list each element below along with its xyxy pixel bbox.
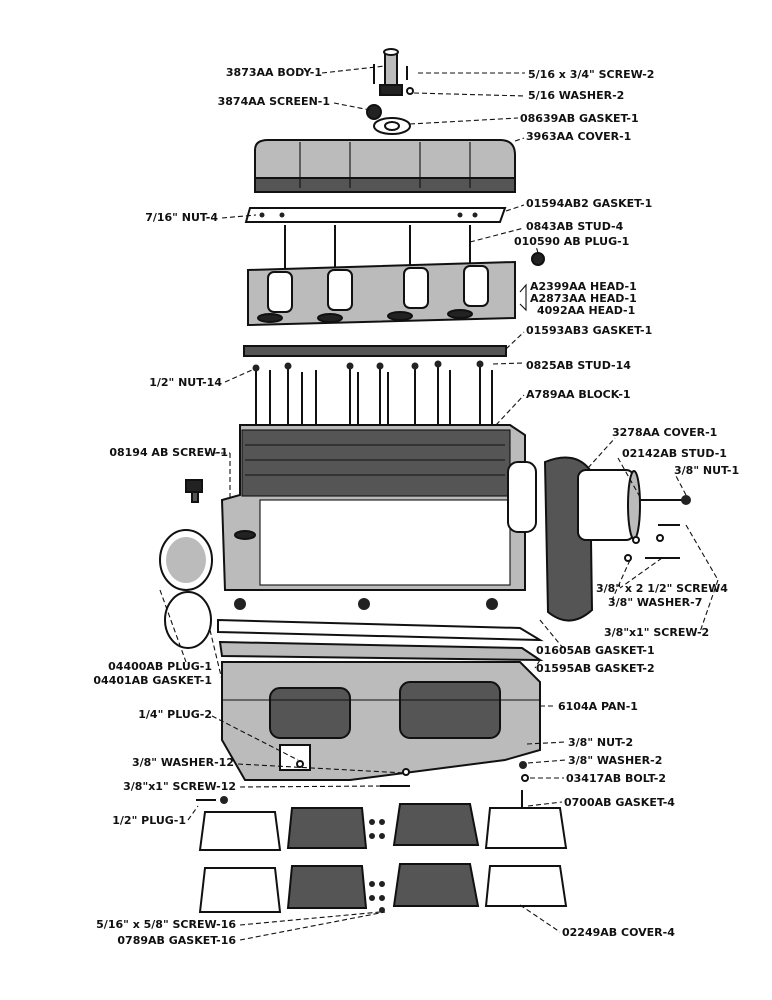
cylinder-head [247, 260, 516, 327]
label-nut1: 3/8" NUT-1 [674, 464, 739, 477]
label-plug010590: 010590 AB PLUG-1 [514, 235, 629, 248]
label-screw08194: 08194 AB SCREW-1 [109, 446, 228, 459]
label-nut2: 3/8" NUT-2 [568, 736, 633, 749]
head-gasket [243, 345, 507, 357]
breather-gasket [373, 117, 411, 135]
label-washer7: 3/8" WASHER-7 [608, 596, 702, 609]
inspection-gaskets-bottom [198, 863, 568, 913]
label-screw4: 3/8" x 2 1/2" SCREW4 [596, 582, 728, 595]
label-washer2top: 5/16 WASHER-2 [528, 89, 624, 102]
label-stud4: 0843AB STUD-4 [526, 220, 624, 233]
label-gasket01595: 01595AB GASKET-2 [536, 662, 655, 675]
block-side-screw [185, 479, 203, 503]
oil-pan [221, 661, 541, 781]
label-washer12: 3/8" WASHER-12 [132, 756, 234, 769]
head-plug [531, 252, 545, 266]
label-body: 3873AA BODY-1 [226, 66, 322, 79]
label-head1: A2399AA HEAD-1 [530, 280, 637, 293]
label-pan: 6104A PAN-1 [558, 700, 638, 713]
label-stud02142: 02142AB STUD-1 [622, 447, 727, 460]
label-head3: 4092AA HEAD-1 [537, 304, 635, 317]
timing-cover-stud [640, 495, 691, 505]
pan-hardware-right [519, 761, 529, 808]
pan-gasket-side [218, 640, 544, 662]
cover-screws [369, 819, 385, 913]
label-screw2mid: 3/8"x1" SCREW-2 [604, 626, 709, 639]
label-screw2top: 5/16 x 3/4" SCREW-2 [528, 68, 654, 81]
block-studs [252, 360, 493, 430]
breather-screws [373, 64, 414, 95]
label-screen: 3874AA SCREEN-1 [218, 95, 330, 108]
label-nut14: 1/2" NUT-14 [149, 376, 222, 389]
label-cover3278: 3278AA COVER-1 [612, 426, 717, 439]
label-gasket0789: 0789AB GASKET-16 [117, 934, 236, 947]
label-gasket01605: 01605AB GASKET-1 [536, 644, 655, 657]
leader-lines [159, 65, 719, 941]
label-screw16: 5/16" x 5/8" SCREW-16 [96, 918, 236, 931]
breather-screen [366, 104, 382, 120]
label-gasket0700: 0700AB GASKET-4 [564, 796, 675, 809]
label-gasket04401: 04401AB GASKET-1 [93, 674, 212, 687]
label-plug1: 1/2" PLUG-1 [112, 814, 186, 827]
label-washer2low: 3/8" WASHER-2 [568, 754, 662, 767]
breather-body [379, 48, 403, 96]
valve-cover [254, 139, 516, 193]
label-gasket01593: 01593AB3 GASKET-1 [526, 324, 652, 337]
pan-hardware-left [196, 760, 410, 804]
timing-cover-screws [624, 524, 680, 562]
label-screw12: 3/8"x1" SCREW-12 [123, 780, 236, 793]
label-plug2: 1/4" PLUG-2 [138, 708, 212, 721]
inspection-gaskets-top [198, 803, 568, 851]
engine-block [220, 424, 537, 610]
label-stud14: 0825AB STUD-14 [526, 359, 631, 372]
label-bolt2: 03417AB BOLT-2 [566, 772, 666, 785]
head-studs [284, 225, 471, 268]
label-cover3963: 3963AA COVER-1 [526, 130, 631, 143]
label-block: A789AA BLOCK-1 [526, 388, 631, 401]
label-gasket08639: 08639AB GASKET-1 [520, 112, 639, 125]
side-plug-gasket [164, 591, 212, 649]
label-nut4: 7/16" NUT-4 [145, 211, 218, 224]
label-plug04400: 04400AB PLUG-1 [108, 660, 212, 673]
side-plug [159, 529, 213, 591]
timing-cover [543, 456, 641, 622]
pan-gasket-front [217, 618, 544, 642]
label-cover02249: 02249AB COVER-4 [562, 926, 675, 939]
label-gasket01594: 01594AB2 GASKET-1 [526, 197, 652, 210]
label-head2: A2873AA HEAD-1 [530, 292, 637, 305]
part-labels: 3873AA BODY-1 5/16 x 3/4" SCREW-2 3874AA… [93, 66, 739, 947]
valve-cover-gasket [244, 207, 507, 223]
